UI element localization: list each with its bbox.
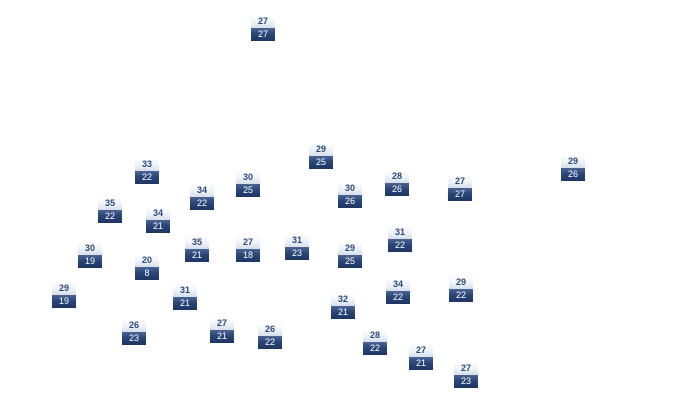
station-upper-value: 26: [122, 319, 146, 332]
station-lower-value: 23: [454, 375, 478, 388]
station-upper-value: 29: [449, 276, 473, 289]
station-lower-value: 19: [78, 255, 102, 268]
station-lower-value: 21: [173, 297, 197, 310]
station-lower-value: 22: [135, 171, 159, 184]
station-lower-value: 22: [363, 342, 387, 355]
station-lower-value: 21: [146, 220, 170, 233]
station-upper-value: 35: [98, 197, 122, 210]
station-upper-value: 28: [385, 170, 409, 183]
station-lower-value: 27: [251, 28, 275, 41]
station-lower-value: 27: [448, 188, 472, 201]
station-upper-value: 29: [52, 282, 76, 295]
station-upper-value: 34: [386, 278, 410, 291]
station-upper-value: 31: [388, 226, 412, 239]
station-lower-value: 25: [236, 184, 260, 197]
station-upper-value: 27: [210, 317, 234, 330]
station-upper-value: 30: [338, 182, 362, 195]
station-upper-value: 29: [338, 242, 362, 255]
station-lower-value: 22: [386, 291, 410, 304]
station-lower-value: 25: [309, 156, 333, 169]
station-upper-value: 29: [309, 143, 333, 156]
station-upper-value: 32: [331, 293, 355, 306]
station-upper-value: 34: [146, 207, 170, 220]
station-upper-value: 30: [78, 242, 102, 255]
station-lower-value: 22: [98, 210, 122, 223]
station-lower-value: 21: [185, 249, 209, 262]
station-upper-value: 29: [561, 155, 585, 168]
station-upper-value: 27: [448, 175, 472, 188]
station-lower-value: 21: [331, 306, 355, 319]
station-upper-value: 28: [363, 329, 387, 342]
station-upper-value: 27: [251, 15, 275, 28]
station-lower-value: 23: [285, 247, 309, 260]
station-lower-value: 26: [561, 168, 585, 181]
station-lower-value: 26: [338, 195, 362, 208]
station-upper-value: 27: [236, 236, 260, 249]
station-upper-value: 31: [173, 284, 197, 297]
station-lower-value: 26: [385, 183, 409, 196]
station-lower-value: 25: [338, 255, 362, 268]
station-lower-value: 21: [210, 330, 234, 343]
station-lower-value: 19: [52, 295, 76, 308]
station-lower-value: 22: [190, 197, 214, 210]
station-lower-value: 22: [258, 336, 282, 349]
station-upper-value: 20: [135, 254, 159, 267]
station-upper-value: 26: [258, 323, 282, 336]
station-upper-value: 34: [190, 184, 214, 197]
station-upper-value: 30: [236, 171, 260, 184]
station-lower-value: 8: [135, 267, 159, 280]
station-lower-value: 18: [236, 249, 260, 262]
station-upper-value: 27: [454, 362, 478, 375]
station-lower-value: 23: [122, 332, 146, 345]
station-upper-value: 27: [409, 344, 433, 357]
station-lower-value: 22: [388, 239, 412, 252]
station-upper-value: 31: [285, 234, 309, 247]
station-lower-value: 21: [409, 357, 433, 370]
station-upper-value: 35: [185, 236, 209, 249]
station-upper-value: 33: [135, 158, 159, 171]
station-lower-value: 22: [449, 289, 473, 302]
